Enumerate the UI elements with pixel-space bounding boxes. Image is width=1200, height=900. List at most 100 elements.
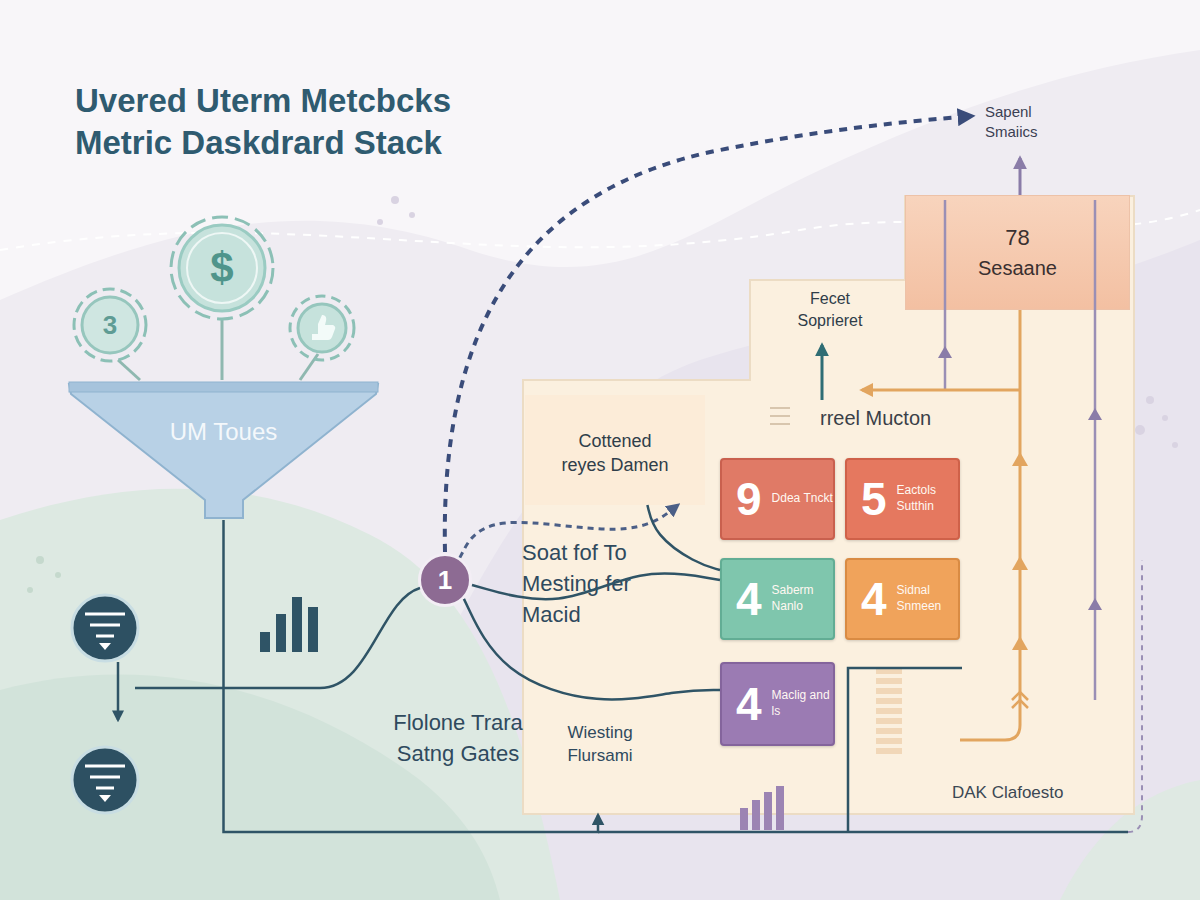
orange-line [960, 310, 1020, 740]
rung [876, 678, 902, 684]
arrow-head [938, 346, 952, 358]
filter-lines [85, 766, 125, 788]
funnel-rim [69, 382, 378, 392]
rung [876, 698, 902, 704]
arrow-head [1012, 452, 1028, 466]
tile-label: Eactols Sutthin [897, 483, 958, 514]
tile-label: Saberm Nanlo [772, 583, 833, 614]
dots [27, 556, 61, 593]
chevrons [1012, 692, 1028, 708]
dashed-arrow [445, 116, 972, 552]
flow-label: Soat fof To Mesting fer Macid [522, 538, 672, 630]
metric-label: Sesaane [978, 257, 1057, 280]
coin-ring [290, 296, 354, 360]
filter-circle [72, 595, 138, 661]
filter-icon [72, 595, 138, 661]
rung [876, 688, 902, 694]
panel-body [523, 196, 1134, 814]
up-arrow [821, 345, 824, 400]
arrow-heads [938, 346, 1102, 610]
bar [308, 607, 318, 652]
dot [36, 556, 44, 564]
callout-number: 1 [438, 565, 452, 596]
box-label: Cottened reyes Damen [559, 429, 671, 478]
arrow-head [1012, 636, 1028, 650]
metric-tile: 4 Sidnal Snmeen [845, 558, 960, 640]
bar [740, 808, 748, 830]
rung [876, 708, 902, 714]
coin-symbol: $ [192, 244, 252, 292]
bar [776, 786, 784, 830]
funnel-outline [65, 378, 382, 520]
thumb-icon [312, 315, 335, 340]
step-circle: 1 [418, 553, 472, 607]
hatch [770, 408, 790, 424]
dot [1146, 396, 1154, 404]
dot [55, 572, 61, 578]
connector [472, 573, 720, 599]
tile-label: Sidnal Snmeen [897, 583, 958, 614]
frame-line [848, 668, 962, 832]
bar [260, 632, 270, 652]
tile-number: 5 [861, 476, 887, 522]
bar-icon [260, 597, 318, 652]
tile-number: 4 [736, 576, 762, 622]
dot [1135, 425, 1145, 435]
metric-value: 78 [1005, 225, 1029, 251]
coin-stem [300, 354, 318, 380]
coin-inner [187, 233, 257, 303]
arrow-heads [1012, 452, 1028, 650]
bar [752, 800, 760, 830]
connector [464, 599, 720, 700]
panel-footer: DAK Clafoesto [952, 783, 1122, 803]
rung [876, 728, 902, 734]
bar-icon [740, 786, 784, 830]
panel-heading: Fecet Soprieret [780, 288, 880, 331]
up-arrow [1019, 158, 1022, 195]
flow-arrow [117, 662, 120, 720]
arrow-label: rreel Mucton [820, 407, 990, 430]
coin-icon [179, 225, 265, 311]
dot [377, 219, 383, 225]
funnel-node: UM Toues [65, 378, 382, 520]
flow-label: Flolone Trara Satng Gates [393, 708, 523, 770]
filter-tip [99, 795, 111, 802]
info-box: Cottened reyes Damen [525, 395, 705, 505]
arrow-head [1012, 556, 1028, 570]
rung [876, 748, 902, 754]
dashboard-panel: Fecet SoprieretDAK Clafoesto 78SesaaneCot… [522, 195, 1135, 815]
coin-stem [118, 360, 140, 380]
rung [876, 738, 902, 744]
hill [0, 489, 560, 900]
metric-box: 78Sesaane [905, 195, 1130, 310]
funnel-body [69, 384, 378, 518]
tile-label: Ddea Tnckt [772, 491, 833, 507]
connector [224, 520, 599, 832]
tile-number: 4 [736, 681, 762, 727]
bar [764, 792, 772, 830]
coin-ring [74, 289, 146, 361]
ladder [876, 668, 902, 754]
bar [276, 614, 286, 652]
tile-number: 9 [736, 476, 762, 522]
arrow-head [1088, 598, 1102, 610]
hill [0, 50, 1200, 900]
dot [391, 196, 399, 204]
metric-tile: 9 Ddea Tnckt [720, 458, 835, 540]
diagram-title: Uvered Uterm Metcbcks Metric Daskdrard S… [75, 80, 535, 164]
filter-tip [99, 643, 111, 650]
tile-label: Maclig and ls [772, 688, 833, 719]
target-label: Sapenl Smaiics [985, 102, 1075, 143]
dot [1172, 442, 1178, 448]
rung [876, 668, 902, 674]
dot [1162, 415, 1168, 421]
arrow-head [1088, 408, 1102, 420]
coin-number: 3 [80, 310, 140, 340]
node-label: UM Toues [65, 418, 382, 446]
tile-number: 4 [861, 576, 887, 622]
bar [292, 597, 302, 652]
coin-icon [298, 304, 346, 352]
metric-tile: 4 Saberm Nanlo [720, 558, 835, 640]
metric-tile: 4 Maclig and ls [720, 662, 835, 746]
